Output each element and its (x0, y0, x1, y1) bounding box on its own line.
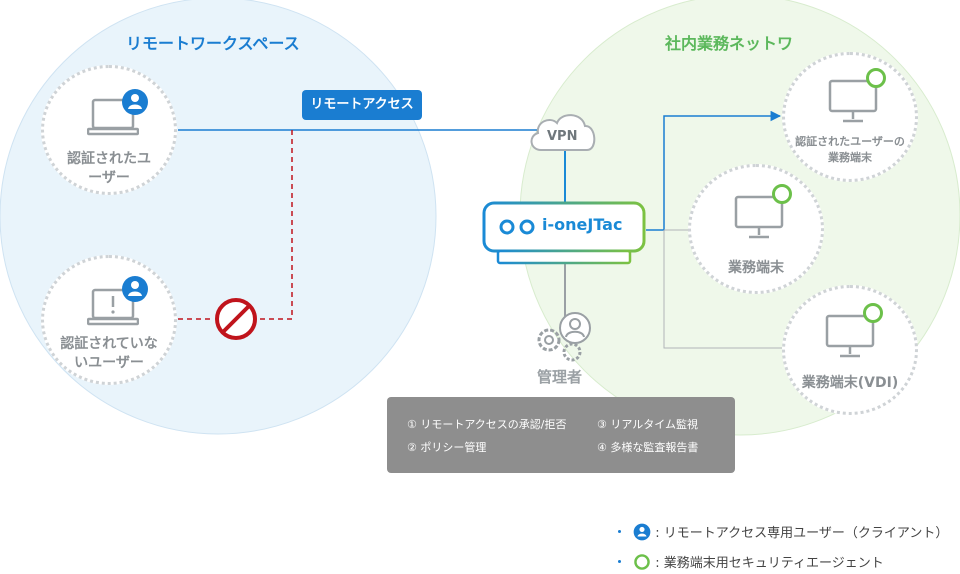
authenticated-terminal-label-1: 認証されたユーザーの (795, 135, 905, 148)
feature-item: ③ リアルタイム監視 (597, 418, 699, 431)
internal-zone-title: 社内業務ネットワ (665, 34, 794, 53)
legend-agent-text: : 業務端末用セキュリティエージェント (655, 556, 884, 571)
bullet-dot (618, 560, 621, 563)
feature-item: ① リモートアクセスの承認/拒否 (407, 418, 567, 431)
security-agent-icon (866, 68, 886, 88)
monitor-icon (825, 314, 875, 358)
authenticated-user-label-1: 認証されたユ (67, 151, 151, 167)
business-terminal-label: 業務端末 (728, 260, 784, 276)
vdi-terminal-label: 業務端末(VDI) (801, 375, 899, 391)
remote-zone-title: リモートワークスペース (126, 34, 300, 53)
security-agent-icon (634, 553, 650, 570)
link-vdi-terminal (663, 230, 782, 349)
client-user-icon (122, 276, 148, 302)
legend-client: : リモートアクセス専用ユーザー（クライアント） (618, 522, 948, 541)
deny-icon (215, 298, 257, 340)
client-user-icon (633, 523, 651, 540)
bullet-dot (618, 530, 621, 533)
unauthenticated-user-label-1: 認証されていな (60, 336, 158, 352)
unauthenticated-user-node[interactable]: 認証されていな いユーザー (41, 255, 177, 385)
remote-access-badge: リモートアクセス (302, 90, 422, 120)
monitor-icon (828, 79, 878, 123)
vpn-label: VPN (547, 129, 578, 144)
feature-box: ① リモートアクセスの承認/拒否 ③ リアルタイム監視 ② ポリシー管理 ④ 多… (387, 397, 735, 473)
client-user-icon (122, 89, 148, 115)
feature-item: ② ポリシー管理 (407, 441, 487, 454)
security-agent-icon (863, 303, 883, 323)
authenticated-user-node[interactable]: 認証されたユ ーザー (41, 65, 177, 195)
authenticated-user-label-2: ーザー (88, 170, 130, 186)
feature-item: ④ 多様な監査報告書 (597, 441, 699, 454)
vpn-cloud-icon (530, 114, 596, 151)
denied-path (258, 130, 293, 320)
jtac-appliance (482, 201, 646, 265)
laptop-warning-icon (87, 288, 139, 326)
unauthenticated-user-label-2: いユーザー (74, 355, 144, 371)
admin-gear-icon (537, 312, 591, 362)
authenticated-terminal-node[interactable]: 認証されたユーザーの 業務端末 (782, 52, 918, 182)
admin-label: 管理者 (537, 368, 583, 386)
monitor-icon (734, 195, 784, 239)
security-agent-icon (772, 184, 792, 204)
legend-client-text: : リモートアクセス専用ユーザー（クライアント） (655, 526, 949, 541)
business-terminal-node[interactable]: 業務端末 (688, 164, 824, 294)
product-name: i-oneJTac (542, 215, 623, 234)
jtac-terminal-arrow (646, 110, 782, 231)
legend-agent: : 業務端末用セキュリティエージェント (618, 552, 884, 571)
vdi-terminal-node[interactable]: 業務端末(VDI) (782, 285, 918, 415)
authenticated-terminal-label-2: 業務端末 (828, 151, 872, 164)
